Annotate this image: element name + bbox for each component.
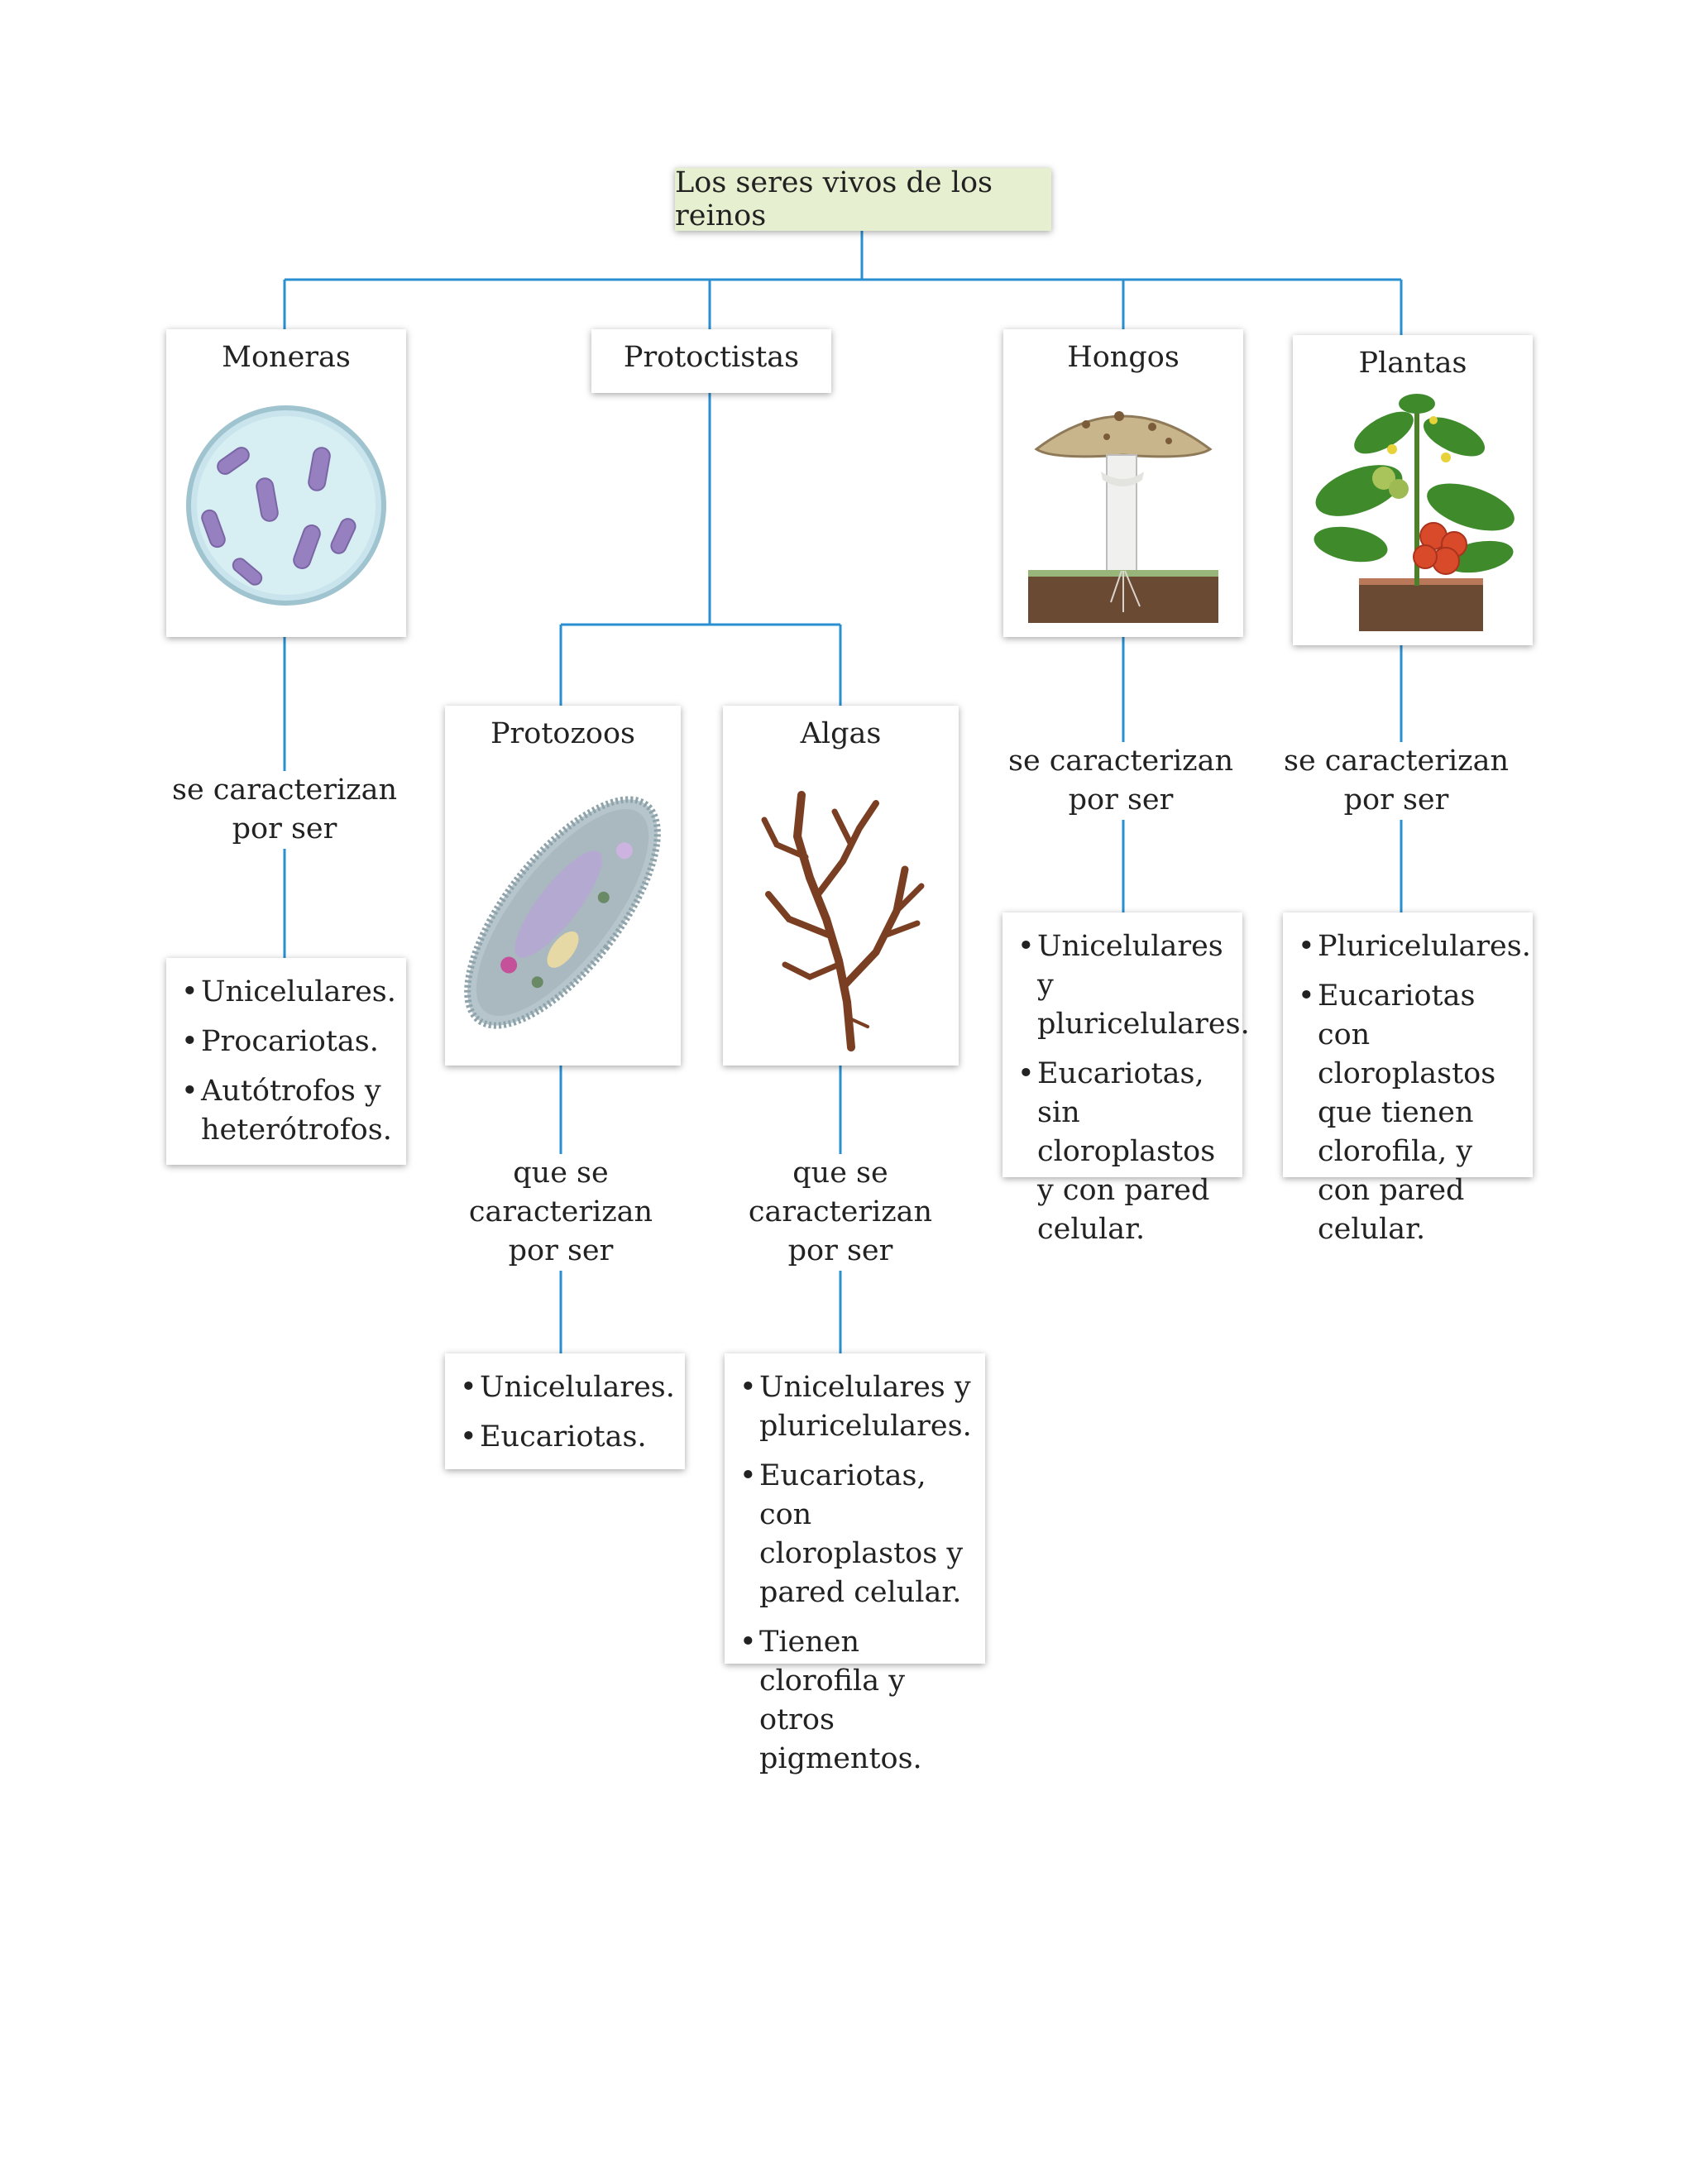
algas-title: Algas — [800, 717, 882, 750]
hongos-card: Hongos — [1003, 329, 1243, 637]
algas-card: Algas — [723, 706, 959, 1066]
trait-item: Unicelulares. — [457, 1368, 675, 1407]
trait-item: Tienen clorofila y otros pigmentos. — [736, 1623, 974, 1779]
seaweed-icon — [761, 791, 925, 1051]
protoctistas-title: Protoctistas — [623, 341, 800, 374]
relation-line-1: se caracterizan — [171, 774, 398, 807]
protozoos-relation: que se caracterizan por ser — [437, 1154, 685, 1271]
algas-relation: que se caracterizan por ser — [716, 1154, 964, 1271]
relation-line-2: por ser — [1343, 783, 1449, 817]
moneras-relation: se caracterizan por ser — [160, 771, 409, 849]
protozoos-title: Protozoos — [490, 717, 636, 750]
moneras-card: Moneras — [166, 329, 406, 637]
relation-line-2: por ser — [1068, 783, 1174, 817]
trait-item: Unicelulares y pluricelulares. — [1014, 927, 1250, 1044]
trait-item: Eucariotas, sin cloroplastos y con pared… — [1014, 1055, 1231, 1249]
moneras-traits: Unicelulares. Procariotas. Autótrofos y … — [166, 958, 406, 1165]
relation-line-2: por ser — [232, 812, 337, 845]
algas-traits: Unicelulares y pluricelulares. Eucariota… — [725, 1353, 985, 1775]
hongos-traits: Unicelulares y pluricelulares. Eucariota… — [1003, 912, 1250, 1246]
protozoos-card: Protozoos — [445, 706, 681, 1066]
relation-line-1: que se caracterizan — [468, 1157, 653, 1228]
root-title: Los seres vivos de los reinos — [675, 166, 993, 232]
mushroom-icon — [1028, 411, 1218, 623]
relation-line-1: se caracterizan — [1007, 745, 1234, 778]
plantas-traits: Pluricelulares. Eucariotas con cloroplas… — [1283, 912, 1533, 1246]
paramecium-icon — [464, 796, 661, 1029]
trait-item: Autótrofos y heterótrofos. — [178, 1072, 395, 1150]
moneras-title: Moneras — [222, 341, 351, 374]
protoctistas-card: Protoctistas — [591, 329, 831, 393]
plantas-card: Plantas — [1293, 335, 1533, 645]
trait-item: Eucariotas. — [457, 1418, 673, 1457]
relation-line-2: por ser — [787, 1234, 893, 1267]
trait-item: Procariotas. — [178, 1023, 395, 1061]
plantas-title: Plantas — [1358, 347, 1467, 380]
trait-item: Unicelulares y pluricelulares. — [736, 1368, 974, 1446]
relation-line-1: se caracterizan — [1283, 745, 1510, 778]
hongos-title: Hongos — [1067, 341, 1180, 374]
bacteria-dish-icon — [186, 405, 386, 606]
relation-line-2: por ser — [508, 1234, 614, 1267]
trait-item: Unicelulares. — [178, 973, 396, 1012]
plantas-relation: se caracterizan por ser — [1272, 742, 1520, 820]
root-node: Los seres vivos de los reinos — [675, 166, 1051, 232]
trait-item: Eucariotas, con cloroplastos y pared cel… — [736, 1457, 974, 1612]
tomato-plant-icon — [1314, 394, 1515, 631]
trait-item: Eucariotas con cloroplastos que tienen c… — [1294, 977, 1521, 1249]
protozoos-traits: Unicelulares. Eucariotas. — [445, 1353, 685, 1469]
hongos-relation: se caracterizan por ser — [997, 742, 1245, 820]
relation-line-1: que se caracterizan — [748, 1157, 933, 1228]
trait-item: Pluricelulares. — [1294, 927, 1531, 966]
